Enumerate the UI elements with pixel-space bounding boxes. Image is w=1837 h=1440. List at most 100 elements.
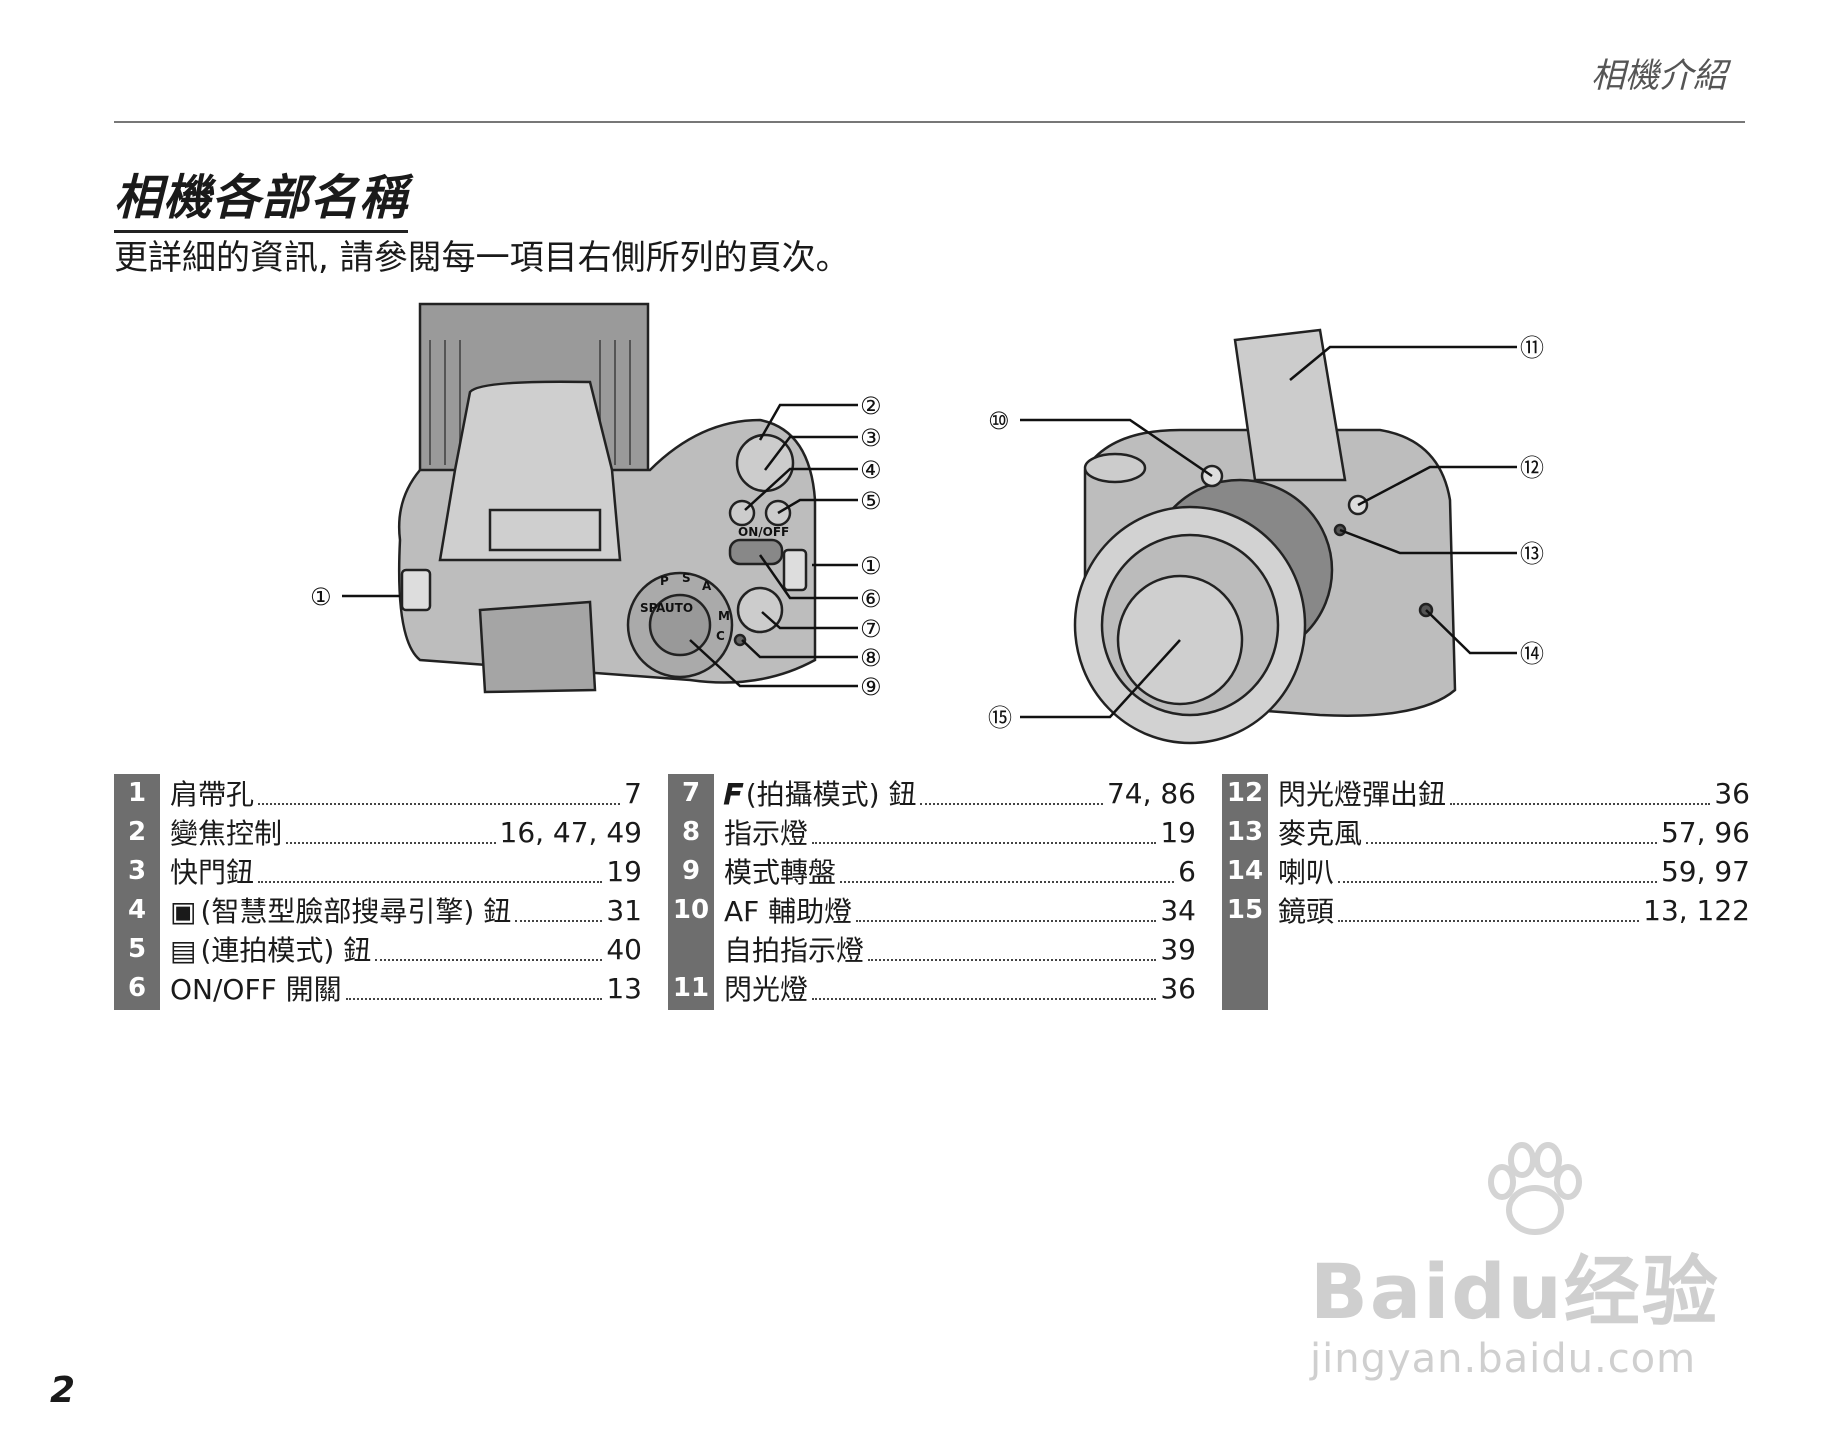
part-row: 11 閃光燈 36: [668, 969, 1196, 1007]
dot-leader: [1338, 859, 1657, 883]
part-name: 變焦控制: [170, 817, 283, 850]
callout-1-right: ①: [860, 552, 882, 580]
part-page: 13, 122: [1643, 893, 1750, 927]
callout-12: ⑫: [1520, 454, 1544, 482]
callout-14: ⑭: [1520, 640, 1544, 668]
callout-6: ⑥: [860, 585, 882, 613]
dot-leader: [515, 898, 603, 922]
watermark-sub: jingyan.baidu.com: [1310, 1336, 1697, 1382]
part-row: 6 ON/OFF 開關 13: [114, 969, 642, 1007]
part-number: 1: [127, 778, 147, 808]
dial-label-p: P: [660, 574, 669, 588]
part-page: 7: [624, 776, 642, 810]
f-mode-icon: 𝑭: [724, 778, 742, 811]
part-name: (智慧型臉部搜尋引擎) 鈕: [200, 895, 512, 928]
page-number: 2: [50, 1370, 76, 1411]
part-name: (拍攝模式) 鈕: [745, 778, 917, 811]
burst-mode-icon: ▤: [170, 934, 197, 967]
dial-label-c: C: [716, 629, 725, 643]
part-page: 74, 86: [1106, 776, 1196, 810]
part-number: 4: [127, 895, 147, 925]
part-page: 57, 96: [1660, 815, 1750, 849]
part-name: 快門鈕: [170, 856, 255, 889]
part-number: 15: [1226, 895, 1264, 925]
part-number: 6: [127, 973, 147, 1003]
dot-leader: [375, 937, 603, 961]
part-page: 34: [1160, 893, 1196, 927]
dial-label-sp: SP: [640, 601, 658, 615]
header-rule: [114, 121, 1745, 123]
dot-leader: [812, 976, 1157, 1000]
part-number: 13: [1226, 817, 1264, 847]
camera-diagram: ① ② ③ ④ ⑤ ① ⑥ ⑦ ⑧ ⑨ ⑩ ⑪ ⑫ ⑬ ⑭ ⑮ P S A M …: [310, 302, 1544, 745]
callout-15: ⑮: [988, 704, 1012, 732]
dot-leader: [868, 937, 1157, 961]
dot-leader: [856, 898, 1157, 922]
dot-leader: [258, 859, 603, 883]
part-number: 3: [127, 856, 147, 886]
part-number: 10: [672, 895, 710, 925]
dial-label-a: A: [702, 579, 712, 593]
part-page: 6: [1178, 854, 1196, 888]
part-number: 2: [127, 817, 147, 847]
part-name: 閃光燈彈出鈕: [1278, 778, 1447, 811]
baidu-watermark: Baidu经验 jingyan.baidu.com: [1310, 1142, 1720, 1382]
watermark-main: Baidu经验: [1310, 1247, 1720, 1336]
dot-leader: [286, 820, 496, 844]
part-number: 14: [1226, 856, 1264, 886]
part-page: 40: [606, 932, 642, 966]
dial-label-m: M: [718, 609, 730, 623]
callout-13: ⑬: [1520, 540, 1544, 568]
part-number: 12: [1226, 778, 1264, 808]
part-name: 模式轉盤: [724, 856, 837, 889]
section-title: 相機介紹: [1591, 56, 1727, 96]
part-number: 9: [681, 856, 701, 886]
camera-front-view: [1073, 328, 1457, 745]
part-page: 36: [1160, 971, 1196, 1005]
dot-leader: [812, 820, 1157, 844]
part-page: 31: [606, 893, 642, 927]
dot-leader: [1450, 781, 1711, 805]
part-name: 喇叭: [1278, 856, 1335, 889]
part-name: 肩帶孔: [170, 778, 255, 811]
part-row: 3 快門鈕 19: [114, 852, 642, 890]
part-row: 2 變焦控制 16, 47, 49: [114, 813, 642, 851]
part-row: 4 ▣(智慧型臉部搜尋引擎) 鈕 31: [114, 891, 642, 929]
part-name: 自拍指示燈: [724, 934, 865, 967]
page-subtitle: 更詳細的資訊, 請參閱每一項目右側所列的頁次。: [114, 238, 850, 278]
dot-leader: [258, 781, 621, 805]
part-row: 1 肩帶孔 7: [114, 774, 642, 812]
part-name: 指示燈: [724, 817, 809, 850]
callout-2: ②: [860, 392, 882, 420]
dot-leader: [345, 976, 603, 1000]
part-page: 13: [606, 971, 642, 1005]
part-row: 9 模式轉盤 6: [668, 852, 1196, 890]
callout-3: ③: [860, 424, 882, 452]
part-page: 39: [1160, 932, 1196, 966]
dot-leader: [1366, 820, 1657, 844]
part-row: 8 指示燈 19: [668, 813, 1196, 851]
face-detect-icon: ▣: [170, 895, 197, 928]
part-number: 7: [681, 778, 701, 808]
callout-1-left: ①: [310, 583, 332, 611]
callout-9: ⑨: [860, 673, 882, 701]
part-name: 閃光燈: [724, 973, 809, 1006]
dot-leader: [840, 859, 1175, 883]
callout-11: ⑪: [1520, 334, 1544, 362]
callout-4: ④: [860, 456, 882, 484]
part-name: ON/OFF 開關: [170, 973, 342, 1006]
part-page: 19: [1160, 815, 1196, 849]
part-number: 11: [672, 973, 710, 1003]
part-number: 8: [681, 817, 701, 847]
paw-logo-icon: [1488, 1142, 1582, 1235]
part-row: 自拍指示燈 39: [668, 930, 1196, 968]
part-page: 19: [606, 854, 642, 888]
callout-7: ⑦: [860, 615, 882, 643]
part-page: 16, 47, 49: [499, 815, 643, 849]
